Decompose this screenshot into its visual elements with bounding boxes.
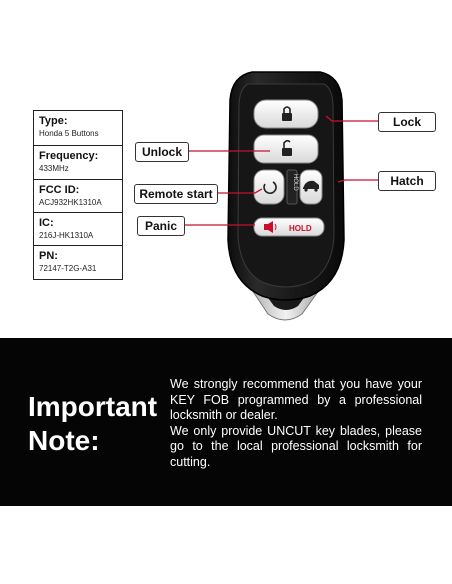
important-note-band: [0, 338, 452, 506]
spec-fcc-id-label: FCC ID:: [39, 184, 80, 196]
note-body: We strongly recommend that you have your…: [170, 377, 422, 470]
spec-pn-value: 72147-T2G-A31: [39, 264, 97, 273]
panic-horn-icon: [264, 221, 277, 233]
lock-callout-line: [325, 115, 378, 122]
spec-box: Type: Honda 5 Buttons Frequency: 433MHz …: [33, 110, 123, 280]
spec-frequency-label: Frequency:: [39, 150, 99, 162]
car-hatch-icon: [303, 180, 319, 192]
spec-pn: PN: 72147-T2G-A31: [34, 245, 122, 279]
spec-type-value: Honda 5 Buttons: [39, 129, 99, 138]
lock-icon: [282, 106, 292, 121]
spec-ic: IC: 216J-HK1310A: [34, 212, 122, 245]
spec-pn-label: PN:: [39, 250, 58, 262]
remote-start-icon: [263, 181, 277, 195]
note-paragraph-1: We strongly recommend that you have your…: [170, 377, 422, 422]
spec-fcc-id: FCC ID: ACJ932HK1310A: [34, 179, 122, 212]
spec-ic-value: 216J-HK1310A: [39, 231, 94, 240]
remote-start-callout: Remote start: [134, 184, 218, 204]
spec-type-label: Type:: [39, 115, 68, 127]
note-title-line2: Note:: [28, 425, 100, 456]
note-title-line1: Important: [28, 391, 158, 422]
spec-ic-label: IC:: [39, 217, 54, 229]
hatch-callout-line: [337, 179, 378, 183]
key-fob-illustration: HOLD HOLD: [183, 71, 378, 321]
unlock-callout: Unlock: [135, 142, 189, 162]
unlock-icon: [282, 139, 292, 156]
spec-fcc-id-value: ACJ932HK1310A: [39, 198, 102, 207]
panic-callout: Panic: [137, 216, 185, 236]
remote-start-button[interactable]: [253, 169, 285, 205]
hold-strip: [286, 169, 298, 205]
note-title: Important Note:: [28, 390, 157, 458]
spec-frequency-value: 433MHz: [39, 164, 69, 173]
panic-hold-label: HOLD: [289, 224, 312, 233]
spec-type: Type: Honda 5 Buttons: [34, 111, 122, 145]
remote-start-callout-line: [216, 188, 263, 194]
note-paragraph-2: We only provide UNCUT key blades, please…: [170, 423, 422, 469]
hatch-callout: Hatch: [378, 171, 436, 191]
hold-strip-label: HOLD: [292, 174, 298, 191]
callout-lines: [183, 115, 378, 226]
lock-callout: Lock: [378, 112, 436, 132]
spec-frequency: Frequency: 433MHz: [34, 145, 122, 179]
